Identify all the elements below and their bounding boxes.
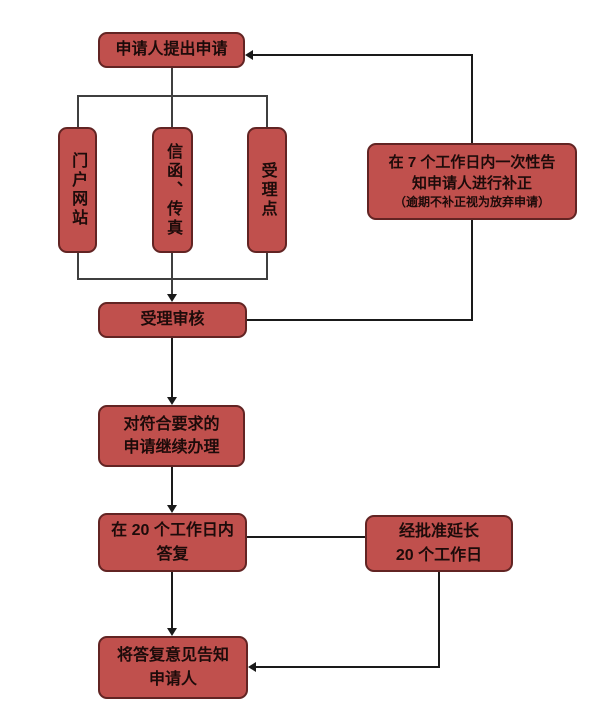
proceed-line-2: 申请继续办理: [123, 439, 220, 456]
connector-proceed-to-reply: [171, 467, 173, 507]
node-reply-within-20-days: 在 20 个工作日内 答复: [98, 513, 247, 572]
connector-review-to-notify-horizontal: [247, 319, 473, 321]
inform-line-2: 申请人: [148, 670, 197, 688]
connector-merge-down: [171, 253, 173, 295]
arrowhead-into-review: [167, 294, 177, 302]
notify-fineprint: （逾期不补正视为放弃申请）: [393, 195, 550, 210]
extend-line-2: 20 个工作日: [395, 546, 483, 564]
connector-extend-to-inform-horizontal: [255, 666, 440, 668]
arrowhead-into-inform-right: [248, 662, 256, 672]
connector-rise-portal: [77, 253, 79, 280]
connector-review-to-proceed: [171, 338, 173, 398]
node-notify-correction-7-days: 在 7 个工作日内一次性告 知申请人进行补正 （逾期不补正视为放弃申请）: [367, 143, 577, 220]
node-channel-portal-website: 门户网站: [58, 127, 97, 253]
connector-notify-to-start-horizontal: [252, 54, 473, 56]
proceed-line-1: 对符合要求的: [123, 415, 220, 433]
arrowhead-into-start: [245, 50, 253, 60]
connector-drop-portal: [77, 95, 79, 127]
connector-extend-down: [438, 572, 440, 668]
notify-line-2: 知申请人进行补正: [411, 175, 532, 193]
connector-rise-counter: [266, 253, 268, 280]
node-approved-extension-20-days: 经批准延长 20 个工作日: [365, 515, 513, 572]
node-acceptance-review: 受理审核: [98, 302, 247, 338]
node-channel-letter-fax: 信函、传真: [152, 127, 193, 253]
node-channel-acceptance-point: 受理点: [247, 127, 287, 253]
connector-start-down: [171, 68, 173, 95]
connector-reply-to-extend: [247, 536, 365, 538]
arrowhead-into-proceed: [167, 397, 177, 405]
node-applicant-submits: 申请人提出申请: [98, 32, 245, 68]
arrowhead-into-reply: [167, 505, 177, 513]
extend-line-1: 经批准延长: [398, 523, 479, 541]
reply-line-1: 在 20 个工作日内: [111, 522, 234, 540]
node-continue-processing: 对符合要求的 申请继续办理: [98, 405, 245, 467]
connector-drop-counter: [266, 95, 268, 127]
node-inform-applicant-of-reply: 将答复意见告知 申请人: [98, 636, 248, 699]
connector-notify-bottom-vertical: [471, 220, 473, 321]
reply-line-2: 答复: [156, 545, 189, 563]
inform-line-1: 将答复意见告知: [116, 647, 229, 665]
connector-drop-mail: [171, 95, 173, 127]
connector-notify-top-vertical: [471, 54, 473, 143]
connector-reply-to-inform: [171, 572, 173, 629]
notify-line-1: 在 7 个工作日内一次性告: [388, 154, 556, 172]
arrowhead-into-inform-top: [167, 628, 177, 636]
